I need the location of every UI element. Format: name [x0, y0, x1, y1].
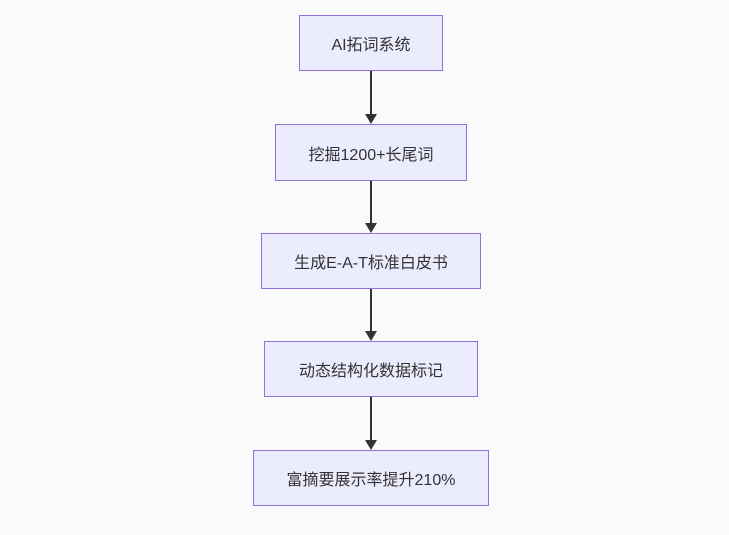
- flow-node-eat-whitepaper: 生成E-A-T标准白皮书: [261, 233, 481, 289]
- flow-node-label: 富摘要展示率提升210%: [286, 472, 456, 489]
- flow-edge-line-4: [370, 397, 372, 441]
- arrow-down-icon: [365, 331, 377, 341]
- flow-node-ai-word-expansion: AI拓词系统: [299, 15, 443, 71]
- flow-node-structured-data-markup: 动态结构化数据标记: [264, 341, 478, 397]
- flow-edge-line-1: [370, 71, 372, 115]
- flow-node-label: 挖掘1200+长尾词: [308, 146, 434, 164]
- arrow-down-icon: [365, 440, 377, 450]
- flow-node-rich-snippet-result: 富摘要展示率提升210%: [253, 450, 489, 506]
- flow-node-label: 生成E-A-T标准白皮书: [294, 255, 448, 272]
- arrow-down-icon: [365, 114, 377, 124]
- flow-edge-line-2: [370, 181, 372, 224]
- flow-node-label: AI拓词系统: [331, 37, 411, 54]
- flow-node-longtail-mining: 挖掘1200+长尾词: [275, 124, 467, 181]
- arrow-down-icon: [365, 223, 377, 233]
- flow-edge-line-3: [370, 289, 372, 332]
- flow-node-label: 动态结构化数据标记: [298, 363, 443, 380]
